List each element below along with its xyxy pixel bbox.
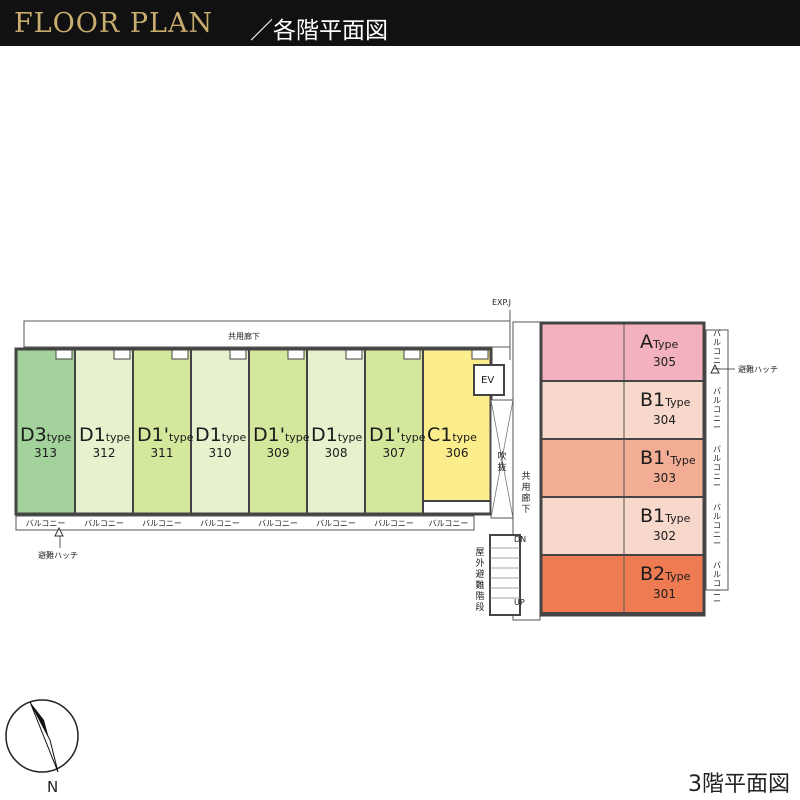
unit-type-code: C1: [427, 424, 453, 446]
unit-type-suffix: Type: [665, 512, 691, 525]
unit-type-code: D1': [253, 424, 285, 446]
unit-312-balcony: バルコニー: [84, 519, 124, 528]
unit-306-type: C1type: [427, 424, 477, 446]
unit-309-number: 309: [266, 446, 290, 460]
right-block-outline: [539, 321, 706, 617]
unit-308-balcony: バルコニー: [316, 519, 356, 528]
hatch-left-icon: [54, 526, 64, 537]
unit-305-room: [540, 322, 705, 382]
unit-305-balcony: バルコニー: [713, 329, 721, 374]
unit-309-balcony: バルコニー: [258, 519, 298, 528]
exp-joint-label: EXP.J: [492, 298, 512, 307]
unit-308-number: 308: [324, 446, 348, 460]
unit-307-balcony: バルコニー: [374, 519, 414, 528]
stair-treads: [490, 547, 520, 599]
unit-307-room: [364, 348, 424, 515]
unit-type-suffix: type: [400, 431, 426, 444]
unit-304-type: B1Type: [640, 389, 690, 411]
unit-310-type: D1type: [195, 424, 246, 446]
corridor-right-label: 共用廊下: [521, 472, 531, 515]
stairs-label: 屋外避難階段: [475, 548, 485, 613]
corridor-top-area: [23, 320, 511, 348]
unit-type-code: D1': [369, 424, 401, 446]
unit-type-suffix: type: [105, 431, 131, 444]
unit-301-balcony: バルコニー: [713, 561, 721, 606]
elevator-box: [473, 364, 505, 396]
unit-311-balcony: バルコニー: [142, 519, 182, 528]
header-bar: FLOOR PLAN ／各階平面図: [0, 0, 800, 46]
unit-type-suffix: type: [46, 431, 72, 444]
unit-304-number: 304: [653, 413, 676, 427]
unit-303-balcony: バルコニー: [713, 445, 721, 490]
unit-type-code: D1': [137, 424, 169, 446]
unit-306-number: 306: [445, 446, 469, 460]
unit-type-code: A: [640, 331, 653, 353]
unit-302-balcony: バルコニー: [713, 503, 721, 548]
unit-313-number: 313: [34, 446, 57, 460]
stairs-up-label: UP: [514, 598, 525, 607]
void-label: 吹抜: [497, 452, 507, 473]
unit-311-type: D1'type: [137, 424, 194, 446]
unit-312-type: D1type: [79, 424, 130, 446]
unit-type-code: D1: [79, 424, 106, 446]
unit-306-balcony: バルコニー: [428, 519, 469, 528]
unit-type-code: B1': [640, 447, 671, 469]
left-units-group: [15, 348, 492, 515]
unit-type-suffix: type: [284, 431, 310, 444]
unit-313-type: D3type: [20, 424, 71, 446]
hatch-left-label: 避難ハッチ: [38, 551, 78, 560]
elevator-label: EV: [481, 375, 495, 386]
unit-type-suffix: Type: [665, 570, 691, 583]
unit-302-number: 302: [653, 529, 676, 543]
right-units-group: [540, 322, 705, 614]
unit-305-type: AType: [640, 331, 678, 353]
unit-type-suffix: type: [221, 431, 247, 444]
unit-302-type: B1Type: [640, 505, 690, 527]
unit-301-room: [540, 554, 705, 614]
unit-305-number: 305: [653, 355, 676, 369]
unit-313-balcony: バルコニー: [25, 519, 66, 528]
balcony-strip-right: [705, 329, 729, 591]
unit-310-balcony: バルコニー: [200, 519, 240, 528]
balcony-strip-left: [15, 515, 475, 531]
unit-308-type: D1type: [311, 424, 362, 446]
unit-311-number: 311: [150, 446, 174, 460]
hatch-right-icon: [710, 363, 720, 374]
unit-303-number: 303: [653, 471, 676, 485]
floor-label: 3階平面図: [688, 772, 790, 797]
unit-type-code: D3: [20, 424, 47, 446]
unit-type-code: D1: [311, 424, 338, 446]
stairs-down-label: DN: [514, 535, 527, 544]
unit-312-number: 312: [92, 446, 116, 460]
hatch-right-label: 避難ハッチ: [738, 365, 778, 374]
unit-type-suffix: type: [337, 431, 363, 444]
unit-309-type: D1'type: [253, 424, 310, 446]
north-arrow-icon: [5, 699, 79, 773]
unit-type-suffix: type: [452, 431, 477, 444]
unit-type-suffix: Type: [653, 338, 679, 351]
unit-304-room: [540, 380, 705, 440]
header-title: FLOOR PLAN: [14, 8, 214, 39]
corridor-top-label: 共用廊下: [228, 332, 260, 341]
unit-310-number: 310: [208, 446, 232, 460]
header-subtitle: ／各階平面図: [250, 18, 388, 44]
unit-304-balcony: バルコニー: [713, 387, 721, 432]
unit-type-code: B2: [640, 563, 666, 585]
unit-307-number: 307: [382, 446, 406, 460]
north-label: N: [47, 778, 59, 796]
unit-type-code: B1: [640, 389, 666, 411]
unit-307-type: D1'type: [369, 424, 426, 446]
unit-type-suffix: type: [168, 431, 194, 444]
unit-303-type: B1'Type: [640, 447, 696, 469]
unit-type-suffix: Type: [665, 396, 691, 409]
unit-type-suffix: Type: [670, 454, 696, 467]
unit-type-code: B1: [640, 505, 666, 527]
unit-type-code: D1: [195, 424, 222, 446]
unit-309-room: [248, 348, 308, 515]
unit-301-type: B2Type: [640, 563, 690, 585]
unit-301-number: 301: [653, 587, 676, 601]
unit-308-room: [306, 348, 366, 515]
void-diagonal-2: [490, 399, 514, 519]
